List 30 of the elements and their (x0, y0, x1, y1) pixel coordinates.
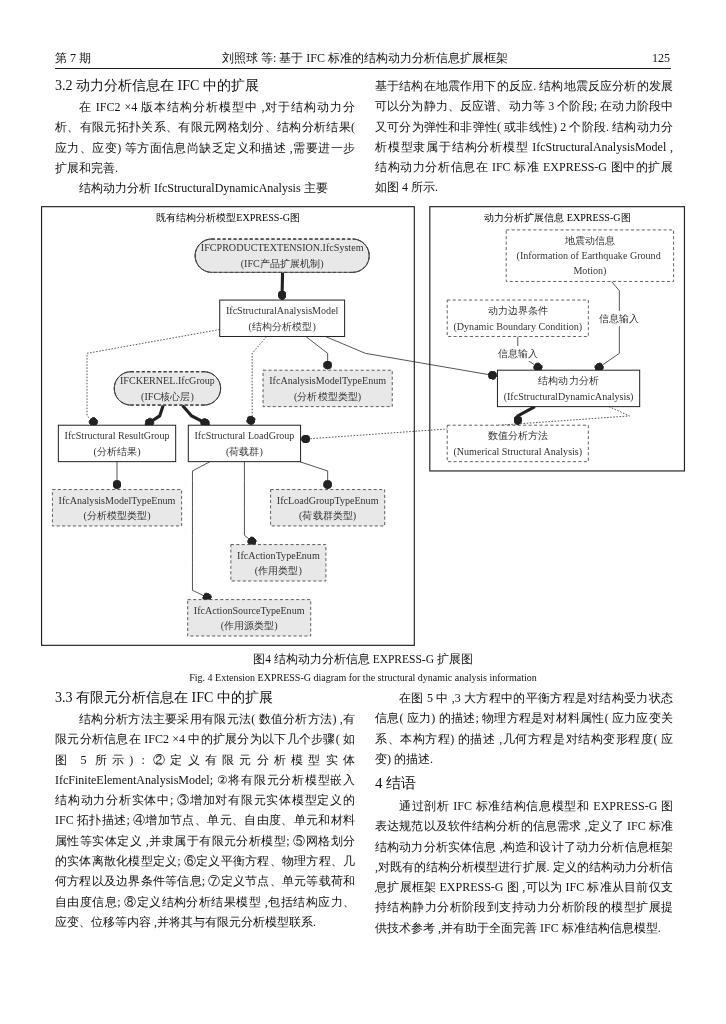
paragraph: 通过剖析 IFC 标准结构信息模型和 EXPRESS-G 图表达规范以及软件结构分析的信息需求 ,定义了 IFC 标准结构动力分析实体信息 ,构造和设计了动力分析信息框架 ,对既有的结构分析模型进行扩展. 定义的结构动力分析信息扩展框架 EXPRESS-G 图 ,可以为 IFC 标准从目前仅支持结构静力分析阶段到支持动力分析阶段的模型扩展提供技术参考 ,并有助于全面完善 IFC 标准结构信息模型. (375, 798, 673, 937)
node-box: 结构动力分析 (IfcStructuralDynamicAnalysis) (496, 369, 641, 408)
figure-caption: 图4 结构动力分析信息 EXPRESS-G 扩展图 (252, 652, 474, 667)
section-heading: 3.3 有限元分析信息在 IFC 中的扩展 (55, 689, 274, 707)
node-box: IfcStructural LoadGroup (荷载群) (187, 424, 302, 463)
node-box: 数值分析方法 (Numerical Structural Analysis) (446, 424, 589, 463)
node-box: IfcActionSourceTypeEnum (作用源类型) (187, 599, 312, 637)
connector (277, 272, 287, 301)
edge-label: 信息输入 (497, 347, 538, 359)
paragraph: 在图 5 中 ,3 大方程中的平衡方程是对结构受力状态信息( 应力) 的描述; 物理方程是对材料属性( 应力应变关系、本构方程) 的描述 ,几何方程是对结构变形程度( 应变) 的描述. (375, 690, 673, 768)
section-heading: 3.2 动力分析信息在 IFC 中的扩展 (55, 77, 260, 95)
node-box: IfcStructuralAnalysisModel (结构分析模型) (219, 299, 346, 337)
figure-caption: Fig. 4 Extension EXPRESS-G diagram for the structural dynamic analysis information (188, 671, 538, 685)
node-box: IfcLoadGroupTypeEnum (荷载群类型) (270, 489, 386, 527)
edge-label: 信息输入 (599, 312, 640, 324)
section-heading: 4 结语 (375, 774, 418, 793)
page-header: 第 7 期 (55, 50, 92, 67)
running-title: 刘照球 等: 基于 IFC 标准的结构动力分析信息扩展框架 (221, 50, 509, 67)
node-box: IfcActionTypeEnum (作用类型) (230, 544, 327, 582)
connector (513, 405, 536, 426)
page-number: 125 (651, 50, 670, 67)
node-box: 动力边界条件 (Dynamic Boundary Condition) (446, 299, 589, 337)
node-box: 地震动信息 (Information of Earthquake Ground Motion) (505, 229, 674, 282)
paragraph: 结构分析方法主要采用有限元法( 数值分析方法) ,有限元分析信息在 IFC2 ×4 中的扩展分为以下几个步骤( 如图 5 所示) : ②定义有限元分析模型实体 IfcFiniteElementAnalysisModel; ②将有限元分析模型嵌入结构动力分析实体中; ③增加对有限元实体模型定义的 IFC 拓扑描述; ④增加节点、单元、自由度、单元和材料属性等实体定义 ,并隶属于有限元分析模型; ⑤网格划分的实体离散化模型定义; ⑥定义平衡方程、物理方程、几何方程以及边界条件等信息; ⑦定义节点、单元等载荷和自由度信息; ⑧定义结构分析结果模型 ,包括结构应力、应变、位移等内容 ,并将其与有限元分析模型联系. (55, 711, 355, 931)
node-box: IfcStructural ResultGroup (分析结果) (57, 424, 177, 463)
paragraph: 结构动力分析 IfcStructuralDynamicAnalysis 主要 (78, 180, 329, 197)
node-box: IfcAnalysisModelTypeEnum (分析模型类型) (262, 369, 393, 407)
paragraph: 基于结构在地震作用下的反应. 结构地震反应分析的发展可以分为静力、反应谱、动力等 3 个阶段; 在动力阶段中又可分为弹性和非弹性( 或非线性) 2 个阶段. 结构动力分析模型隶属于结构分析模型 IfcStructuralAnalysisModel ,结构动力分析信息在 IFC 标准 EXPRESS-G 图中的扩展如图 4 所示. (375, 78, 673, 197)
paragraph: 在 IFC2 ×4 版本结构分析模型中 ,对于结构动力分析、有限元拓扑关系、有限元网格划分、结构分析结果( 应力、应变) 等方面信息尚缺乏定义和描述 ,需要进一步扩展和完善. (55, 99, 355, 177)
node-box: IfcAnalysisModelTypeEnum (分析模型类型) (52, 489, 182, 527)
